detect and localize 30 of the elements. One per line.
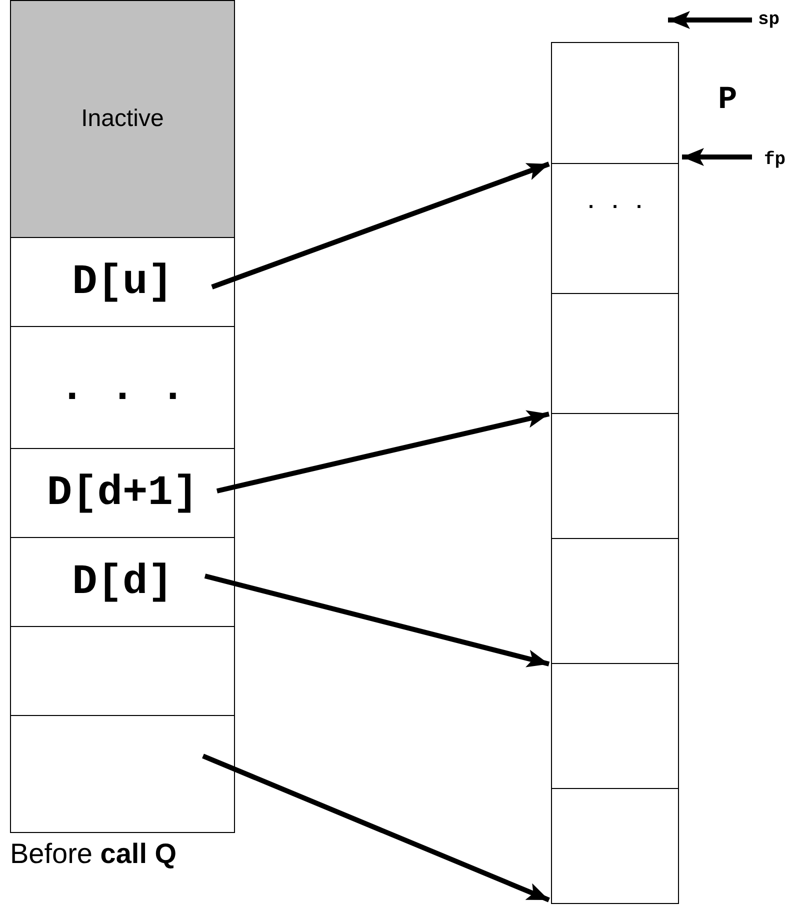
stack-cell [10, 448, 235, 538]
stack-cell [10, 0, 235, 238]
stack-cell [551, 788, 679, 904]
cell-label: D[u] [72, 258, 173, 306]
arrow [202, 754, 550, 902]
arrow [216, 410, 550, 494]
cell-label: D[d+1] [46, 469, 198, 517]
pointer-label: sp [758, 11, 780, 29]
arrow [204, 574, 550, 668]
arrow [211, 162, 550, 290]
stack-cell [551, 538, 679, 664]
stack-cell [10, 715, 235, 833]
cell-label: . . . [59, 364, 186, 412]
caption: Before call Q [10, 840, 177, 868]
stack-cell [551, 42, 679, 164]
stack-cell [551, 663, 679, 789]
cell-label: . . . [584, 192, 645, 215]
stack-cell [10, 537, 235, 627]
arrow [668, 11, 752, 29]
arrow [682, 148, 752, 166]
stack-cell [10, 237, 235, 327]
stack-cell [551, 413, 679, 539]
stack-cell [10, 626, 235, 716]
stack-cell [10, 326, 235, 449]
stack-cell [551, 293, 679, 414]
frame-label: P [718, 84, 738, 116]
stack-cell [551, 163, 679, 294]
cell-label: D[d] [72, 558, 173, 606]
pointer-label: fp [764, 151, 786, 169]
cell-label: Inactive [81, 105, 164, 133]
